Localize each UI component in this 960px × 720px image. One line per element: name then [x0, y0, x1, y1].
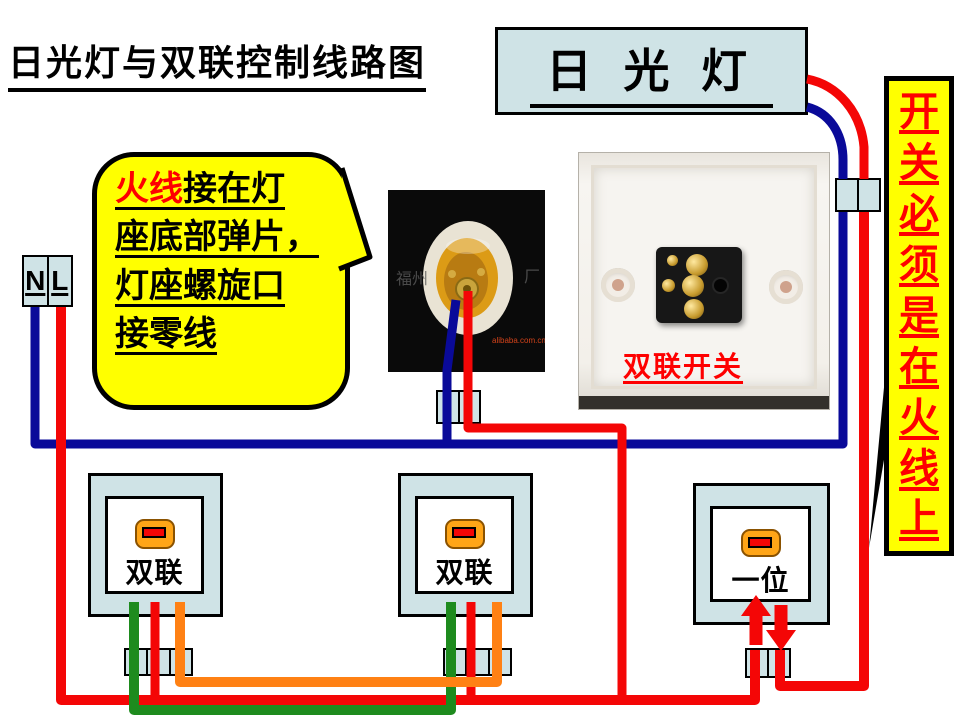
mains-terminal-block: N L [22, 255, 73, 307]
rocker-slot [451, 527, 476, 538]
note-bubble: 火线接在灯 座底部弹片， 灯座螺旋口 接零线 [92, 152, 350, 410]
brass-terminal [686, 254, 708, 276]
terminal-cell [171, 650, 191, 674]
switch-box-left-dual: 双联 [88, 473, 223, 617]
switch-box-middle-dual: 双联 [398, 473, 533, 617]
socket-center-hole [463, 285, 471, 293]
screw-pin [612, 279, 624, 291]
lamp-socket-graphic: 福州 厂 alibaba.com.cn [396, 221, 546, 345]
dual-switch-photo: 双联开关 [578, 152, 830, 410]
terminal-cell [445, 650, 468, 674]
switch-face: 双联 [415, 496, 514, 594]
socket-screw-dot [477, 268, 485, 276]
note-line-1: 火线接在灯 [115, 170, 285, 208]
switch-face: 一位 [710, 506, 811, 602]
banner-char: 线 [899, 445, 939, 491]
terminal-cell [438, 392, 460, 422]
socket-highlight [446, 238, 490, 254]
banner-char: 须 [899, 242, 939, 288]
rocker-slot [747, 537, 772, 548]
switch-photo-caption: 双联开关 [623, 351, 744, 382]
screw-pin [780, 281, 792, 293]
lamp-holder-photo: 福州 厂 alibaba.com.cn [388, 190, 546, 372]
switch-label: 双联 [435, 557, 494, 588]
terminal-cell [467, 650, 490, 674]
watermark-site-text: alibaba.com.cn [492, 336, 545, 345]
switch-box-right-single: 一位 [693, 483, 830, 625]
lamp-title-label: 日 光 灯 [530, 35, 773, 108]
terminal-cell [837, 180, 859, 210]
terminal-cell [490, 650, 510, 674]
rocker-slot [141, 527, 166, 538]
page-title: 日光灯与双联控制线路图 [8, 34, 427, 92]
brass-terminal [682, 275, 704, 297]
watermark-text-right: 厂 [524, 269, 540, 286]
warning-banner: 开 关 必 须 是 在 火 线 上 [884, 76, 954, 556]
rocker-icon [444, 519, 485, 549]
note-highlight: 火线 [115, 170, 183, 208]
lamp-title-box: 日 光 灯 [495, 27, 808, 115]
photo-bottom-strip [579, 396, 829, 409]
terminal-cell [460, 392, 480, 422]
brass-terminal [667, 255, 678, 266]
banner-char: 关 [899, 140, 939, 186]
switch-mechanism [656, 247, 742, 323]
terminal-cell [126, 650, 149, 674]
banner-char: 开 [899, 89, 939, 135]
terminal-block-right-switch [745, 648, 791, 678]
terminal-cell [769, 650, 789, 676]
terminal-block-lamp [436, 390, 481, 424]
terminal-cell [148, 650, 171, 674]
mechanism-hole [712, 277, 729, 294]
banner-char: 在 [899, 343, 939, 389]
neutral-label: N [25, 265, 46, 296]
rocker-icon [134, 519, 175, 549]
note-line-3: 灯座螺旋口 [115, 266, 285, 305]
brass-terminal [684, 299, 704, 319]
terminal-cell [747, 650, 769, 676]
note-line-4: 接零线 [115, 314, 217, 353]
terminal-block-middle-switch [443, 648, 512, 676]
terminal-n-cell: N [24, 257, 49, 305]
banner-char: 火 [899, 394, 939, 440]
switch-face: 双联 [105, 496, 204, 594]
brass-terminal [662, 279, 675, 292]
terminal-l-cell: L [49, 257, 72, 305]
watermark-text-left: 福州 [396, 270, 428, 288]
live-label: L [51, 265, 69, 296]
socket-screw-dot [448, 270, 456, 278]
screw-hole-left [601, 268, 635, 302]
banner-char: 是 [899, 292, 939, 338]
terminal-cell [859, 180, 879, 210]
note-line-2: 座底部弹片， [115, 218, 319, 257]
banner-char: 必 [899, 191, 939, 237]
terminal-block-top-right [835, 178, 881, 212]
terminal-block-left-switch [124, 648, 193, 676]
rocker-icon [740, 529, 781, 557]
switch-label: 一位 [731, 565, 790, 596]
screw-hole-right [769, 270, 803, 304]
switch-label: 双联 [125, 557, 184, 588]
banner-char: 上 [899, 496, 939, 542]
